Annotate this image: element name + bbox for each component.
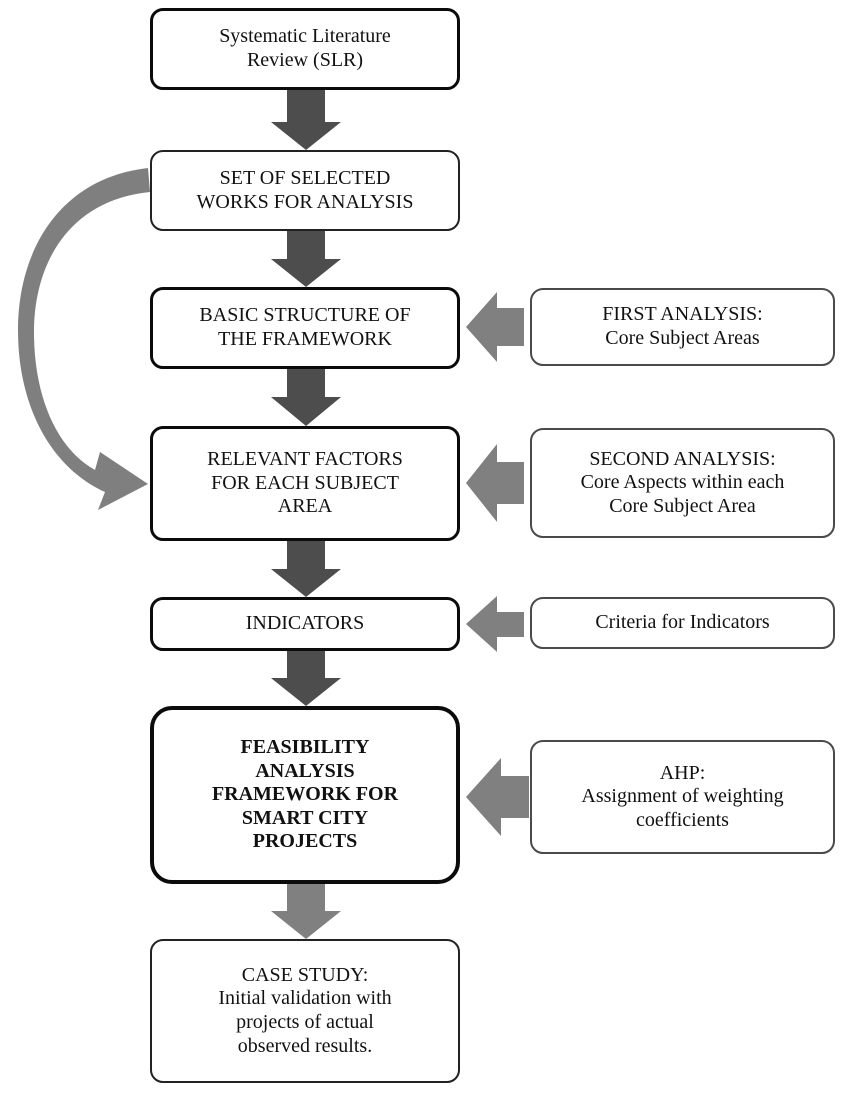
- node-basic-structure-label: BASIC STRUCTURE OF THE FRAMEWORK: [199, 304, 411, 350]
- connector-indicators-to-feasibility: [271, 651, 341, 706]
- node-criteria-indicators[interactable]: Criteria for Indicators: [530, 597, 835, 649]
- node-selected-works[interactable]: SET OF SELECTED WORKS FOR ANALYSIS: [150, 150, 460, 231]
- node-basic-structure[interactable]: BASIC STRUCTURE OF THE FRAMEWORK: [150, 287, 460, 369]
- node-first-analysis-label: FIRST ANALYSIS: Core Subject Areas: [602, 303, 763, 349]
- connector-feedback-loop: [18, 168, 150, 510]
- node-ahp-label: AHP: Assignment of weighting coefficient…: [581, 761, 784, 831]
- connector-criteria-to-indicators: [466, 586, 524, 663]
- connector-second-analysis-to-relevant-factors: [466, 432, 524, 534]
- connector-selected-works-to-basic-structure: [271, 231, 341, 287]
- node-indicators[interactable]: INDICATORS: [150, 597, 460, 651]
- node-criteria-indicators-label: Criteria for Indicators: [595, 611, 770, 634]
- connector-feasibility-to-case-study: [271, 884, 341, 939]
- connector-basic-structure-to-relevant-factors: [271, 369, 341, 426]
- node-indicators-label: INDICATORS: [245, 612, 365, 635]
- node-feasibility-framework[interactable]: FEASIBILITY ANALYSIS FRAMEWORK FOR SMART…: [150, 706, 460, 884]
- node-slr[interactable]: Systematic Literature Review (SLR): [150, 8, 460, 90]
- connector-slr-to-selected-works: [271, 90, 341, 150]
- connector-ahp-to-feasibility: [466, 742, 529, 852]
- node-slr-label: Systematic Literature Review (SLR): [219, 25, 391, 71]
- node-case-study[interactable]: CASE STUDY: Initial validation with proj…: [150, 939, 460, 1083]
- node-second-analysis-label: SECOND ANALYSIS: Core Aspects within eac…: [580, 447, 785, 517]
- node-feasibility-framework-label: FEASIBILITY ANALYSIS FRAMEWORK FOR SMART…: [211, 736, 399, 853]
- node-ahp[interactable]: AHP: Assignment of weighting coefficient…: [530, 740, 835, 854]
- node-relevant-factors-label: RELEVANT FACTORS FOR EACH SUBJECT AREA: [207, 448, 403, 518]
- node-selected-works-label: SET OF SELECTED WORKS FOR ANALYSIS: [196, 166, 414, 213]
- node-first-analysis[interactable]: FIRST ANALYSIS: Core Subject Areas: [530, 288, 835, 366]
- node-second-analysis[interactable]: SECOND ANALYSIS: Core Aspects within eac…: [530, 428, 835, 538]
- node-case-study-label: CASE STUDY: Initial validation with proj…: [218, 963, 392, 1057]
- node-relevant-factors[interactable]: RELEVANT FACTORS FOR EACH SUBJECT AREA: [150, 426, 460, 541]
- connector-relevant-factors-to-indicators: [271, 541, 341, 597]
- connector-first-analysis-to-basic-structure: [466, 290, 524, 366]
